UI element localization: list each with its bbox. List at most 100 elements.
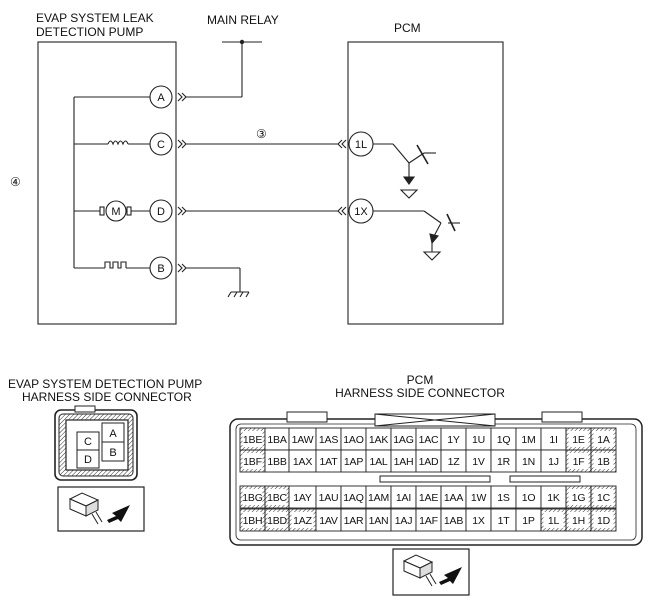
pcm-box	[347, 41, 504, 325]
pcm-pin-1bh: 1BH	[239, 508, 266, 532]
svg-text:1E: 1E	[572, 434, 585, 446]
svg-text:A: A	[157, 92, 165, 104]
svg-text:1M: 1M	[521, 434, 535, 446]
svg-text:1AE: 1AE	[419, 492, 438, 504]
svg-text:1X: 1X	[472, 515, 485, 527]
evap-harness-connector: A C B D	[54, 405, 138, 481]
pcm-pin-1aj: 1AJ	[390, 508, 417, 532]
svg-text:1AA: 1AA	[444, 492, 463, 504]
svg-text:1AK: 1AK	[369, 434, 388, 446]
pcm-pin-1bb: 1BB	[264, 449, 290, 473]
heater-icon	[104, 261, 127, 269]
pcm-pin-1u: 1U	[465, 427, 492, 451]
pcm-pin-1ai: 1AI	[390, 485, 417, 509]
pcm-pin-1be: 1BE	[239, 427, 266, 451]
evap-pump-title-line2: DETECTION PUMP	[36, 25, 143, 39]
pcm-connector-title-line1: PCM	[407, 373, 434, 387]
svg-text:1AG: 1AG	[393, 434, 413, 446]
pcm-pin-1n: 1N	[515, 449, 542, 473]
pcm-connector-marks	[337, 139, 347, 216]
evap-pin-c: C	[76, 431, 100, 451]
pcm-pin-1d: 1D	[590, 508, 617, 532]
pcm-pin-1m: 1M	[515, 427, 542, 451]
svg-text:1B: 1B	[597, 456, 610, 468]
svg-text:C: C	[157, 139, 165, 151]
svg-text:1L: 1L	[355, 139, 367, 151]
svg-text:1K: 1K	[547, 492, 560, 504]
svg-text:1AZ: 1AZ	[293, 515, 312, 527]
pcm-pin-1aq: 1AQ	[340, 485, 367, 509]
svg-text:B: B	[109, 447, 116, 459]
pcm-pin-1at: 1AT	[315, 449, 342, 473]
svg-text:1R: 1R	[497, 456, 511, 468]
solenoid-coil-icon	[107, 140, 129, 146]
pcm-pin-1v: 1V	[465, 449, 492, 473]
pcm-pin-1g: 1G	[565, 485, 592, 509]
svg-text:1Z: 1Z	[448, 456, 461, 468]
pcm-pin-1a: 1A	[590, 427, 617, 451]
transistor-1x-icon	[373, 210, 460, 261]
evap-pin-d: D	[76, 449, 100, 469]
pcm-pin-1bg: 1BG	[239, 485, 266, 509]
pcm-pin-1ay: 1AY	[288, 485, 317, 509]
pcm-pin-1r: 1R	[490, 449, 517, 473]
svg-text:1G: 1G	[572, 492, 586, 504]
evap-connector-title-line2: HARNESS SIDE CONNECTOR	[22, 390, 192, 404]
pcm-pin-1bc: 1BC	[264, 485, 290, 509]
svg-text:1AH: 1AH	[394, 456, 414, 468]
pcm-pin-1ae: 1AE	[415, 485, 442, 509]
pcm-pin-1ag: 1AG	[390, 427, 417, 451]
svg-text:1AU: 1AU	[319, 492, 339, 504]
svg-text:1AP: 1AP	[344, 456, 363, 468]
svg-text:1AO: 1AO	[343, 434, 363, 446]
svg-text:1A: 1A	[597, 434, 610, 446]
svg-text:1N: 1N	[522, 456, 535, 468]
pcm-pin-1al: 1AL	[365, 449, 392, 473]
pcm-pin-1x: 1X	[465, 508, 492, 532]
pcm-pin-1b: 1B	[590, 449, 617, 473]
main-relay-label: MAIN RELAY	[207, 13, 279, 27]
pcm-pin-1bf: 1BF	[239, 449, 266, 473]
svg-text:1BC: 1BC	[267, 492, 287, 504]
svg-text:1AV: 1AV	[319, 515, 338, 527]
pcm-pin-1az: 1AZ	[288, 508, 317, 532]
ground-icon	[227, 291, 250, 298]
svg-text:1F: 1F	[573, 456, 585, 468]
pcm-pin-1bd: 1BD	[264, 508, 290, 532]
svg-text:1AI: 1AI	[396, 492, 411, 504]
svg-text:1X: 1X	[354, 206, 368, 218]
transistor-1l-icon	[373, 143, 436, 199]
svg-text:1O: 1O	[522, 492, 536, 504]
svg-text:1J: 1J	[548, 456, 559, 468]
pcm-pin-1ac: 1AC	[415, 427, 442, 451]
svg-text:1D: 1D	[597, 515, 611, 527]
pump-pin-a: A	[149, 85, 173, 109]
svg-text:1S: 1S	[497, 492, 510, 504]
pcm-pin-1x: 1X	[348, 198, 374, 224]
pcm-pin-1av: 1AV	[315, 508, 342, 532]
svg-text:1BD: 1BD	[267, 515, 287, 527]
pcm-pin-1y: 1Y	[440, 427, 467, 451]
svg-text:1BG: 1BG	[242, 492, 262, 504]
svg-text:1L: 1L	[548, 515, 560, 527]
svg-text:1AL: 1AL	[369, 456, 387, 468]
pcm-pin-1ah: 1AH	[390, 449, 417, 473]
pump-pin-c: C	[149, 132, 173, 156]
svg-text:1AC: 1AC	[419, 434, 439, 446]
pcm-pin-1f: 1F	[565, 449, 592, 473]
svg-text:1AF: 1AF	[419, 515, 438, 527]
svg-text:D: D	[84, 454, 92, 466]
svg-text:1AW: 1AW	[292, 434, 314, 446]
svg-text:1BE: 1BE	[243, 434, 262, 446]
motor-icon	[105, 200, 127, 222]
pcm-pin-1ax: 1AX	[288, 449, 317, 473]
pcm-pin-1w: 1W	[465, 485, 492, 509]
svg-text:1AT: 1AT	[320, 456, 339, 468]
evap-pump-title-line1: EVAP SYSTEM LEAK	[36, 11, 154, 25]
callout-4: ④	[10, 175, 21, 189]
pcm-pin-1p: 1P	[515, 508, 542, 532]
svg-text:1AS: 1AS	[319, 434, 338, 446]
pcm-pin-1h: 1H	[565, 508, 592, 532]
pcm-pin-1s: 1S	[490, 485, 517, 509]
